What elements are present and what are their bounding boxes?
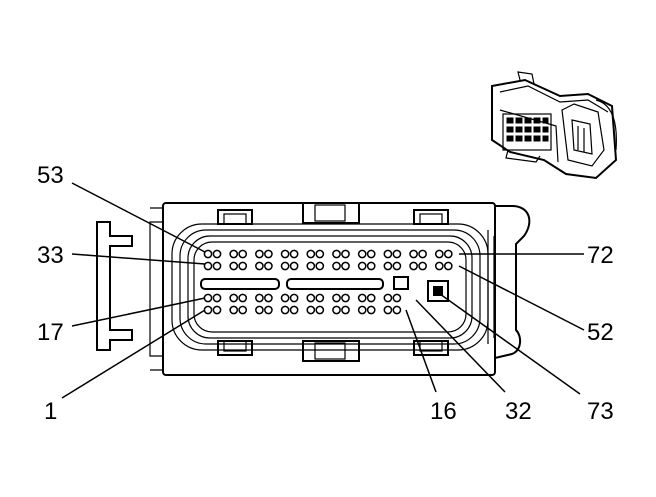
pin-cavity [332,249,341,259]
pin-cavity [341,293,350,303]
pin-cavity [357,305,367,315]
pin-cavity [289,249,299,259]
pin-label-16: 16 [430,398,457,425]
leader-73 [439,293,581,395]
pin-cavity [306,293,316,303]
pin-cavity [357,249,367,259]
pin-label-33: 33 [37,242,64,269]
pin-cavity [392,305,402,315]
pin-cavity [341,261,350,271]
pin-cavity [212,261,222,271]
pin-cavity [229,261,239,271]
pin-cavity [315,249,325,259]
leader-17 [71,297,206,327]
pin-73-terminal [433,286,443,296]
pin-cavity [434,249,444,259]
pin-cavity [332,293,341,303]
leader-53 [71,182,206,253]
pin-cavity [315,293,325,303]
pin-cavity [238,293,248,303]
pin-cavity [229,293,239,303]
pin-label-72: 72 [587,242,614,269]
pin-cavity [264,249,273,259]
pin-cavity [203,305,213,315]
pin-cavity [289,305,299,315]
pin-cavity [238,261,248,271]
pin-label-1: 1 [44,398,57,425]
leader-1 [61,309,206,399]
pin-cavity [280,293,290,303]
pin-cavity [443,249,453,259]
pin-cavity [255,293,264,303]
pin-cavity [306,305,316,315]
pin-cavity [366,249,376,259]
pin-cavity [280,261,290,271]
pin-cavity [238,305,248,315]
leader-32 [415,299,506,393]
pin-cavity [357,261,367,271]
pin-cavity [315,305,325,315]
leader-52 [458,265,585,331]
pin-cavity [409,261,418,271]
pin-cavity [255,249,264,259]
pin-cavity [341,249,350,259]
pin-cavity [203,261,213,271]
pin-cavity [341,305,350,315]
pin-cavity [280,249,290,259]
pin-cavity [264,293,273,303]
pin-cavity [409,249,418,259]
pin-cavity [443,261,453,271]
pin-cavity [392,293,402,303]
leader-16 [405,309,437,393]
slot-right [286,278,384,290]
pin-cavity [212,305,222,315]
pin-label-52: 52 [587,319,614,346]
pin-label-53: 53 [37,162,64,189]
pin-label-73: 73 [587,398,614,425]
pin-cavity [238,249,248,259]
connector-thumbnail [491,71,618,180]
pin-cavity [366,261,376,271]
pin-cavity [289,261,299,271]
pin-cavity [332,261,341,271]
pin-cavity [418,249,427,259]
pin-cavity [366,305,376,315]
pin-cavity [203,249,213,259]
pin-cavity [383,293,393,303]
leader-lines [61,182,585,399]
pin-cavity [383,305,393,315]
pin-cavity [366,293,376,303]
pin-cavity [255,261,264,271]
pin-cavity [229,305,239,315]
pin-cavity-array [203,249,453,315]
pin-cavity [264,261,273,271]
pin-cavity [383,261,393,271]
pin-cavity [306,249,316,259]
pin-cavity [357,293,367,303]
pin-cavity [212,293,222,303]
pin-cavity [418,261,427,271]
pin-label-17: 17 [37,319,64,346]
pin-cavity [306,261,316,271]
pin-cavity [280,305,290,315]
slot-left [200,278,280,290]
leader-33 [71,253,206,265]
pin-cavity [392,261,402,271]
pin-cavity [383,249,393,259]
pin-cavity [332,305,341,315]
pin-cavity [203,293,213,303]
pin-cavity [229,249,239,259]
pin-cavity [289,293,299,303]
key-square [393,276,409,290]
pin-label-32: 32 [505,398,532,425]
pin-cavity [255,305,264,315]
pin-cavity [434,261,444,271]
pin-cavity [392,249,402,259]
pin-cavity [212,249,222,259]
pin-cavity [264,305,273,315]
pin-cavity [315,261,325,271]
